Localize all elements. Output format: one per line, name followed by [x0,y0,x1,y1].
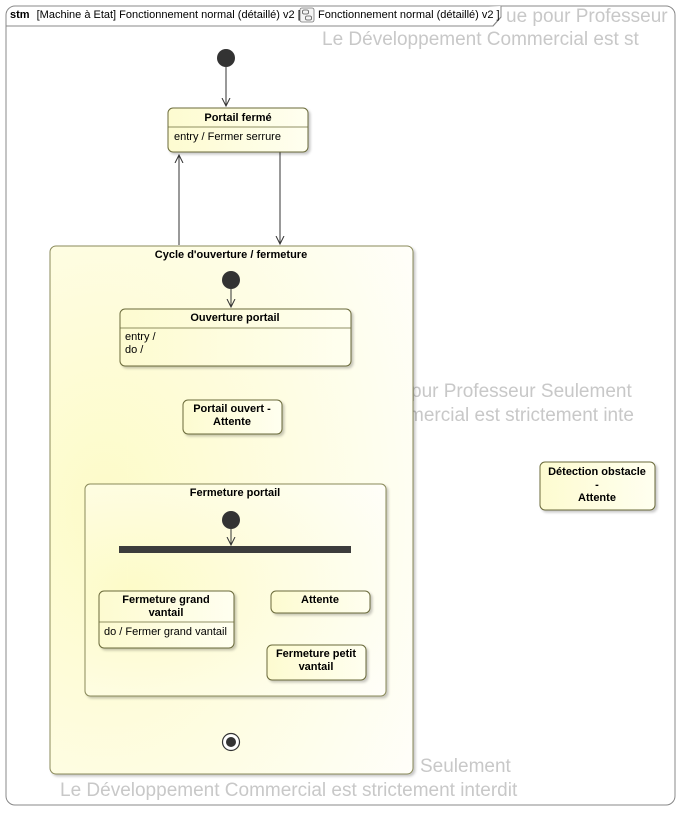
state-name: Portail fermé [204,112,271,124]
frame-kind: stm [10,9,30,21]
watermark-line-bot1: Seulement [420,756,512,777]
watermark-line-mid1: pur Professeur Seulement [411,381,632,402]
state-entry-action: entry / Fermer serrure [174,131,281,143]
watermark-line-mid2: mercial est strictement inte [408,405,634,426]
state-name-line3: Attente [578,492,616,504]
state-fermeture-petit-vantail[interactable]: Fermeture petit vantail [266,644,367,681]
state-portail-ouvert-attente[interactable]: Portail ouvert - Attente [182,399,283,435]
state-entry-action: entry / [125,331,157,343]
watermark: ue pour Professeur Le Développement Comm… [60,6,668,801]
cycle-initial-pseudostate[interactable] [222,271,240,289]
state-attente[interactable]: Attente [270,590,371,614]
state-diagram-icon [299,7,315,23]
state-ouverture-portail[interactable]: Ouverture portail entry / do / [119,308,352,367]
watermark-line-bot2: Le Développement Commercial est strictem… [60,780,518,801]
state-fermeture-grand-vantail[interactable]: Fermeture grand vantail do / Fermer gran… [98,590,235,649]
watermark-line-top1: ue pour Professeur [506,6,668,27]
state-name: Ouverture portail [190,312,279,324]
frame-title: [Machine à Etat] Fonctionnement normal (… [37,9,301,21]
frame-diagram-ref: Fonctionnement normal (détaillé) v2 ] [318,9,500,21]
fork-bar[interactable] [119,546,351,553]
state-name-line1: Fermeture petit [276,648,356,660]
composite-name: Cycle d'ouverture / fermeture [155,249,307,261]
transitions [179,67,280,245]
state-name-line2: Attente [213,416,251,428]
state-portail-ferme[interactable]: Portail fermé entry / Fermer serrure [167,107,309,153]
final-state[interactable] [221,732,241,752]
state-detection-obstacle-attente[interactable]: Détection obstacle - Attente [539,461,656,511]
composite-name: Fermeture portail [190,487,280,499]
state-name-line2: vantail [149,607,184,619]
state-name-line1: Détection obstacle [548,466,646,478]
svg-text:stm [Machine à Etat] Fon: stm [Machine à Etat] Fonctionnement norm… [10,9,301,21]
diagram-frame: stm [Machine à Etat] Fonctionnement norm… [5,5,676,806]
state-name-line1: Fermeture grand [122,594,209,606]
watermark-line-top2: Le Développement Commercial est st [322,29,640,50]
state-name-line2: vantail [299,661,334,673]
state-name-line1: Portail ouvert - [193,403,271,415]
fermeture-initial-pseudostate[interactable] [222,511,240,529]
initial-pseudostate[interactable] [217,49,235,67]
state-name: Attente [301,594,339,606]
state-do-action: do / Fermer grand vantail [104,626,227,638]
state-name-line2: - [595,479,599,491]
state-do-action: do / [125,344,144,356]
